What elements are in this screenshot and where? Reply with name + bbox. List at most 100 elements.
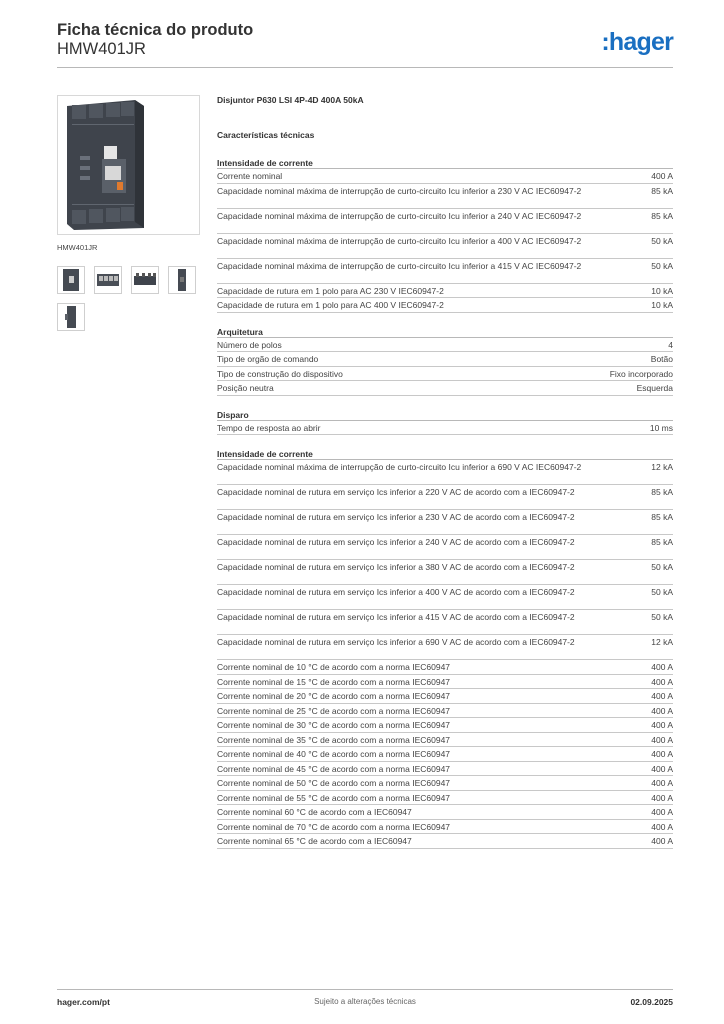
group-title: Intensidade de corrente (217, 448, 673, 460)
breaker-terminals-icon (97, 274, 119, 286)
spec-value: 400 A (651, 778, 673, 788)
spec-label: Corrente nominal de 10 °C de acordo com … (217, 662, 451, 672)
spec-value: 400 A (651, 662, 673, 672)
footer-notice: Sujeito a alterações técnicas (314, 997, 416, 1006)
spec-value: 85 kA (651, 537, 673, 547)
spec-value: 85 kA (651, 512, 673, 522)
breaker-terminals-thumbnail[interactable] (94, 266, 122, 294)
spec-value: 400 A (651, 691, 673, 701)
spec-value: 50 kA (651, 587, 673, 597)
group-title: Intensidade de corrente (217, 157, 673, 169)
spec-label: Corrente nominal de 30 °C de acordo com … (217, 720, 451, 730)
spec-value: Esquerda (636, 383, 673, 393)
spec-row: Capacidade nominal de rutura em serviço … (217, 585, 673, 610)
spec-value: 85 kA (651, 487, 673, 497)
spec-row: Capacidade nominal de rutura em serviço … (217, 610, 673, 635)
breaker-front-thumbnail[interactable] (57, 266, 85, 294)
spec-label: Corrente nominal de 15 °C de acordo com … (217, 676, 451, 687)
spec-value: 10 kA (651, 285, 673, 296)
spec-label: Corrente nominal de 40 °C de acordo com … (217, 749, 451, 759)
spec-row: Tipo de construção do dispositivo Fixo in… (217, 367, 673, 381)
spec-row: Capacidade nominal de rutura em serviço … (217, 510, 673, 535)
spec-label: Corrente nominal de 45 °C de acordo com … (217, 763, 451, 774)
spec-row: Capacidade nominal de rutura em serviço … (217, 560, 673, 585)
spec-label: Capacidade nominal máxima de interrupção… (217, 235, 582, 246)
spec-value: 12 kA (651, 637, 673, 647)
spec-value: 10 kA (651, 300, 673, 310)
spec-label: Capacidade nominal de rutura em serviço … (217, 637, 575, 647)
spec-row: Corrente nominal de 25 °C de acordo com … (217, 704, 673, 718)
spec-label: Capacidade nominal de rutura em serviço … (217, 487, 575, 497)
document-title: Ficha técnica do produto (57, 21, 254, 39)
spec-value: 12 kA (651, 462, 673, 472)
spec-value: 10 ms (649, 422, 673, 433)
footer-date: 02.09.2025 (630, 997, 673, 1007)
spec-label: Capacidade nominal máxima de interrupção… (217, 185, 582, 196)
spec-label: Capacidade nominal máxima de interrupção… (217, 210, 582, 221)
group-title: Disparo (217, 409, 673, 421)
image-caption: HMW401JR (57, 243, 98, 252)
spec-value: Fixo incorporado (609, 368, 673, 379)
spec-value: 50 kA (651, 612, 673, 622)
spec-label: Capacidade de rutura em 1 polo para AC 2… (217, 285, 444, 296)
spec-row: Corrente nominal 65 °C de acordo com a I… (217, 834, 673, 849)
spec-label: Corrente nominal de 55 °C de acordo com … (217, 792, 451, 803)
product-main-image[interactable] (57, 95, 200, 235)
spec-label: Corrente nominal de 20 °C de acordo com … (217, 691, 451, 701)
spec-row: Capacidade nominal de rutura em serviço … (217, 535, 673, 560)
spec-row: Capacidade nominal máxima de interrupção… (217, 184, 673, 209)
website-link[interactable]: hager.com/pt (57, 997, 110, 1007)
spec-label: Tipo de construção do dispositivo (217, 368, 343, 379)
spec-row: Capacidade nominal máxima de interrupção… (217, 460, 673, 485)
spec-label: Corrente nominal de 50 °C de acordo com … (217, 778, 451, 788)
section-title: Características técnicas (217, 130, 315, 140)
spec-label: Capacidade nominal de rutura em serviço … (217, 562, 575, 572)
breaker-profile-icon (65, 306, 76, 328)
spec-row: Capacidade de rutura em 1 polo para AC 2… (217, 284, 673, 298)
product-gallery: HMW401JR (57, 95, 202, 331)
spec-label: Corrente nominal (217, 171, 283, 181)
spec-row: Corrente nominal de 55 °C de acordo com … (217, 791, 673, 805)
spec-row: Tempo de resposta ao abrir 10 ms (217, 421, 673, 435)
spec-value: 50 kA (651, 562, 673, 572)
spec-value: 400 A (651, 749, 673, 759)
spec-label: Tipo de orgão de comando (217, 354, 319, 364)
thumbnail-list (57, 266, 207, 331)
spec-label: Corrente nominal 65 °C de acordo com a I… (217, 836, 412, 846)
breaker-side-thumbnail[interactable] (168, 266, 196, 294)
spec-row: Capacidade nominal de rutura em serviço … (217, 635, 673, 660)
spec-label: Tempo de resposta ao abrir (217, 422, 321, 433)
spec-value: 400 A (651, 807, 673, 817)
spec-value: 50 kA (651, 260, 673, 271)
specification-column: Disjuntor P630 LSI 4P-4D 400A 50kA Carac… (217, 95, 673, 849)
spec-label: Corrente nominal de 70 °C de acordo com … (217, 821, 451, 832)
spec-value: 400 A (651, 836, 673, 846)
spec-value: 400 A (651, 734, 673, 745)
spec-value: 85 kA (651, 210, 673, 221)
spec-row: Corrente nominal de 30 °C de acordo com … (217, 718, 673, 733)
spec-value: 85 kA (651, 185, 673, 196)
group-title: Arquitetura (217, 326, 673, 338)
breaker-top-thumbnail[interactable] (131, 266, 159, 294)
header-divider (57, 67, 673, 68)
breaker-profile-thumbnail[interactable] (57, 303, 85, 331)
spec-row: Corrente nominal de 40 °C de acordo com … (217, 747, 673, 762)
spec-row: Corrente nominal de 70 °C de acordo com … (217, 820, 673, 834)
spec-value: 400 A (651, 676, 673, 687)
product-code: HMW401JR (57, 40, 146, 58)
circuit-breaker-photo-icon (67, 100, 144, 230)
breaker-side-icon (178, 269, 186, 291)
spec-label: Capacidade nominal de rutura em serviço … (217, 587, 575, 597)
breaker-top-icon (134, 273, 156, 285)
spec-label: Número de polos (217, 339, 282, 350)
spec-row: Capacidade de rutura em 1 polo para AC 4… (217, 298, 673, 313)
spec-label: Corrente nominal 60 °C de acordo com a I… (217, 807, 412, 817)
spec-row: Corrente nominal de 45 °C de acordo com … (217, 762, 673, 776)
spec-row: Corrente nominal de 15 °C de acordo com … (217, 675, 673, 689)
spec-label: Capacidade nominal de rutura em serviço … (217, 612, 575, 622)
spec-label: Corrente nominal de 25 °C de acordo com … (217, 705, 451, 716)
